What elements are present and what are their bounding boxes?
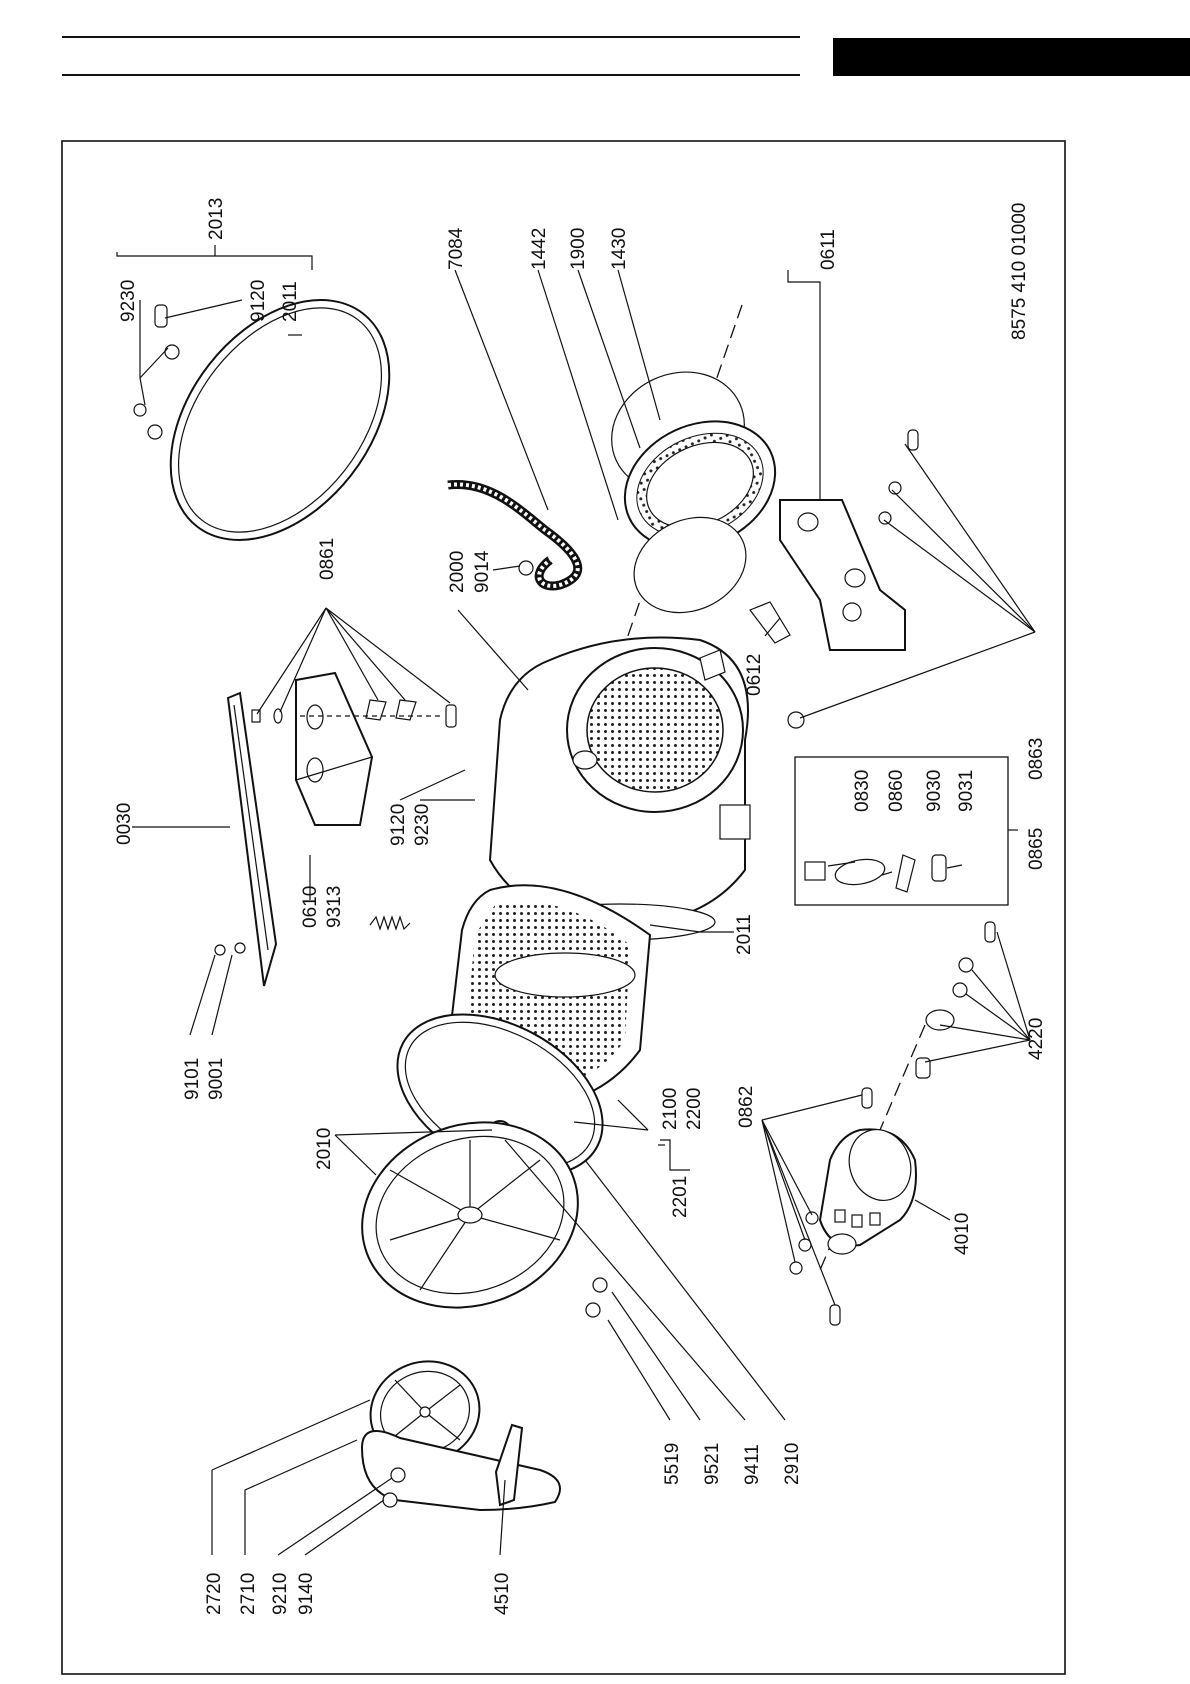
label-9120-top: 9120 (248, 280, 269, 322)
rear-tub-shell (361, 1121, 579, 1309)
label-9521: 9521 (702, 1443, 723, 1485)
label-9101: 9101 (182, 1058, 203, 1100)
header-black-tab (833, 38, 1190, 76)
support-bar (214, 691, 278, 987)
part-labels: 2013 9230 9120 2011 7084 1442 1900 1430 … (114, 198, 1047, 1615)
label-0830: 0830 (852, 770, 873, 812)
motor (818, 1128, 917, 1255)
label-4510: 4510 (492, 1573, 513, 1615)
label-2710: 2710 (238, 1573, 259, 1615)
tacho-assembly (915, 921, 996, 1079)
label-2010: 2010 (314, 1128, 335, 1170)
label-9140: 9140 (296, 1573, 317, 1615)
label-9031: 9031 (956, 770, 977, 812)
label-9230-mid: 9230 (412, 804, 433, 846)
label-2100: 2100 (660, 1088, 681, 1130)
label-9120-mid: 9120 (388, 804, 409, 846)
spring (369, 915, 411, 931)
label-5519: 5519 (662, 1443, 683, 1485)
front-counterweight (749, 429, 919, 729)
label-2200: 2200 (684, 1088, 705, 1130)
label-0610: 0610 (300, 886, 321, 928)
outer-tub (488, 636, 751, 941)
label-1900: 1900 (568, 228, 589, 270)
label-2011-top: 2011 (280, 281, 301, 322)
nut-9140 (382, 1492, 398, 1508)
label-9001: 9001 (206, 1058, 227, 1100)
label-2013: 2013 (206, 198, 227, 240)
nut-9521 (592, 1277, 608, 1293)
label-9230-top: 9230 (118, 280, 139, 322)
label-9313: 9313 (324, 886, 345, 928)
nut-5519 (585, 1302, 601, 1318)
label-0030: 0030 (114, 803, 135, 845)
label-0611: 0611 (818, 229, 839, 270)
label-7084: 7084 (446, 227, 467, 270)
motor-fixings (789, 1087, 873, 1326)
inset-box-0865 (794, 756, 1009, 906)
label-2201: 2201 (670, 1176, 691, 1218)
label-0863: 0863 (1026, 738, 1047, 780)
label-9411: 9411 (742, 1444, 763, 1485)
label-4010: 4010 (952, 1213, 973, 1255)
label-2000: 2000 (447, 551, 468, 593)
label-9210: 9210 (270, 1573, 291, 1615)
rear-clamp-ring (133, 299, 391, 541)
label-1442: 1442 (529, 228, 550, 270)
label-0612: 0612 (744, 654, 765, 696)
label-0861: 0861 (317, 538, 338, 580)
leader-lines (116, 245, 1036, 1556)
label-2720: 2720 (204, 1573, 225, 1615)
counterweight-block (251, 671, 457, 826)
label-2910: 2910 (782, 1443, 803, 1485)
label-9014: 9014 (472, 550, 493, 593)
label-9030: 9030 (924, 770, 945, 812)
label-0865: 0865 (1026, 828, 1047, 870)
nut-9210 (390, 1467, 406, 1483)
label-2011-mid: 2011 (734, 914, 755, 955)
label-0862: 0862 (736, 1086, 757, 1128)
door-seal-assembly (611, 371, 777, 614)
document-code: 8575 410 01000 (1009, 203, 1030, 340)
heater-bracket (494, 1423, 524, 1507)
label-4220: 4220 (1026, 1018, 1047, 1060)
label-1430: 1430 (609, 228, 630, 270)
diagram-frame (61, 140, 1066, 1675)
label-0860: 0860 (886, 770, 907, 812)
